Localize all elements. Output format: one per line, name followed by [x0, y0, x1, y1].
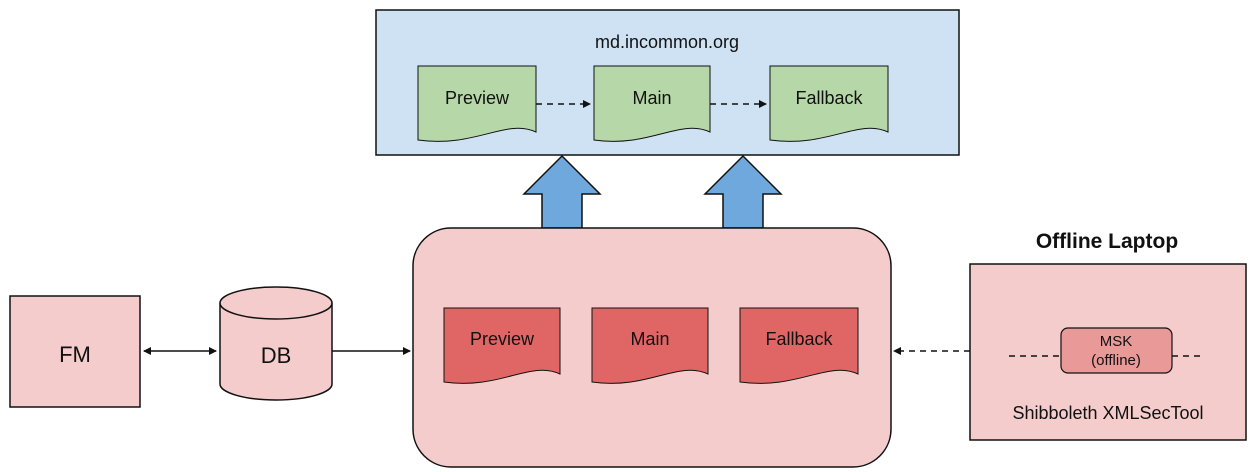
- fm-box: FM: [9, 295, 141, 408]
- msk-label: MSK: [1100, 333, 1133, 350]
- signer-doc-preview-label: Preview: [470, 329, 535, 349]
- msk-offline-key: MSK (offline): [1060, 327, 1173, 374]
- db-cylinder: DB: [219, 286, 333, 401]
- top-doc-fallback: Fallback: [769, 65, 889, 142]
- signer-doc-fallback-label: Fallback: [765, 329, 833, 349]
- md-incommon-box: md.incommon.org Preview Main Fallback: [375, 9, 960, 156]
- signer-doc-main-label: Main: [630, 329, 669, 349]
- signer-doc-fallback: Fallback: [739, 307, 859, 384]
- publish-up-arrow-right: [703, 154, 783, 229]
- signer-doc-preview: Preview: [443, 307, 561, 384]
- signer-box: Preview Main Fallback: [412, 227, 892, 468]
- offline-laptop-heading: Offline Laptop: [1036, 230, 1178, 253]
- signer-doc-main: Main: [591, 307, 709, 384]
- xmlsectool-label: Shibboleth XMLSecTool: [1012, 403, 1203, 423]
- publish-up-arrow-left: [522, 154, 602, 229]
- top-doc-fallback-label: Fallback: [795, 88, 863, 108]
- fm-label: FM: [59, 342, 91, 367]
- top-doc-preview: Preview: [417, 65, 537, 142]
- top-doc-preview-label: Preview: [445, 88, 510, 108]
- md-incommon-title: md.incommon.org: [595, 32, 739, 52]
- offline-laptop-box: MSK (offline) Shibboleth XMLSecTool: [969, 263, 1247, 441]
- msk-offline-label: (offline): [1091, 352, 1141, 369]
- top-doc-main: Main: [593, 65, 711, 142]
- top-doc-main-label: Main: [632, 88, 671, 108]
- db-label: DB: [261, 343, 292, 368]
